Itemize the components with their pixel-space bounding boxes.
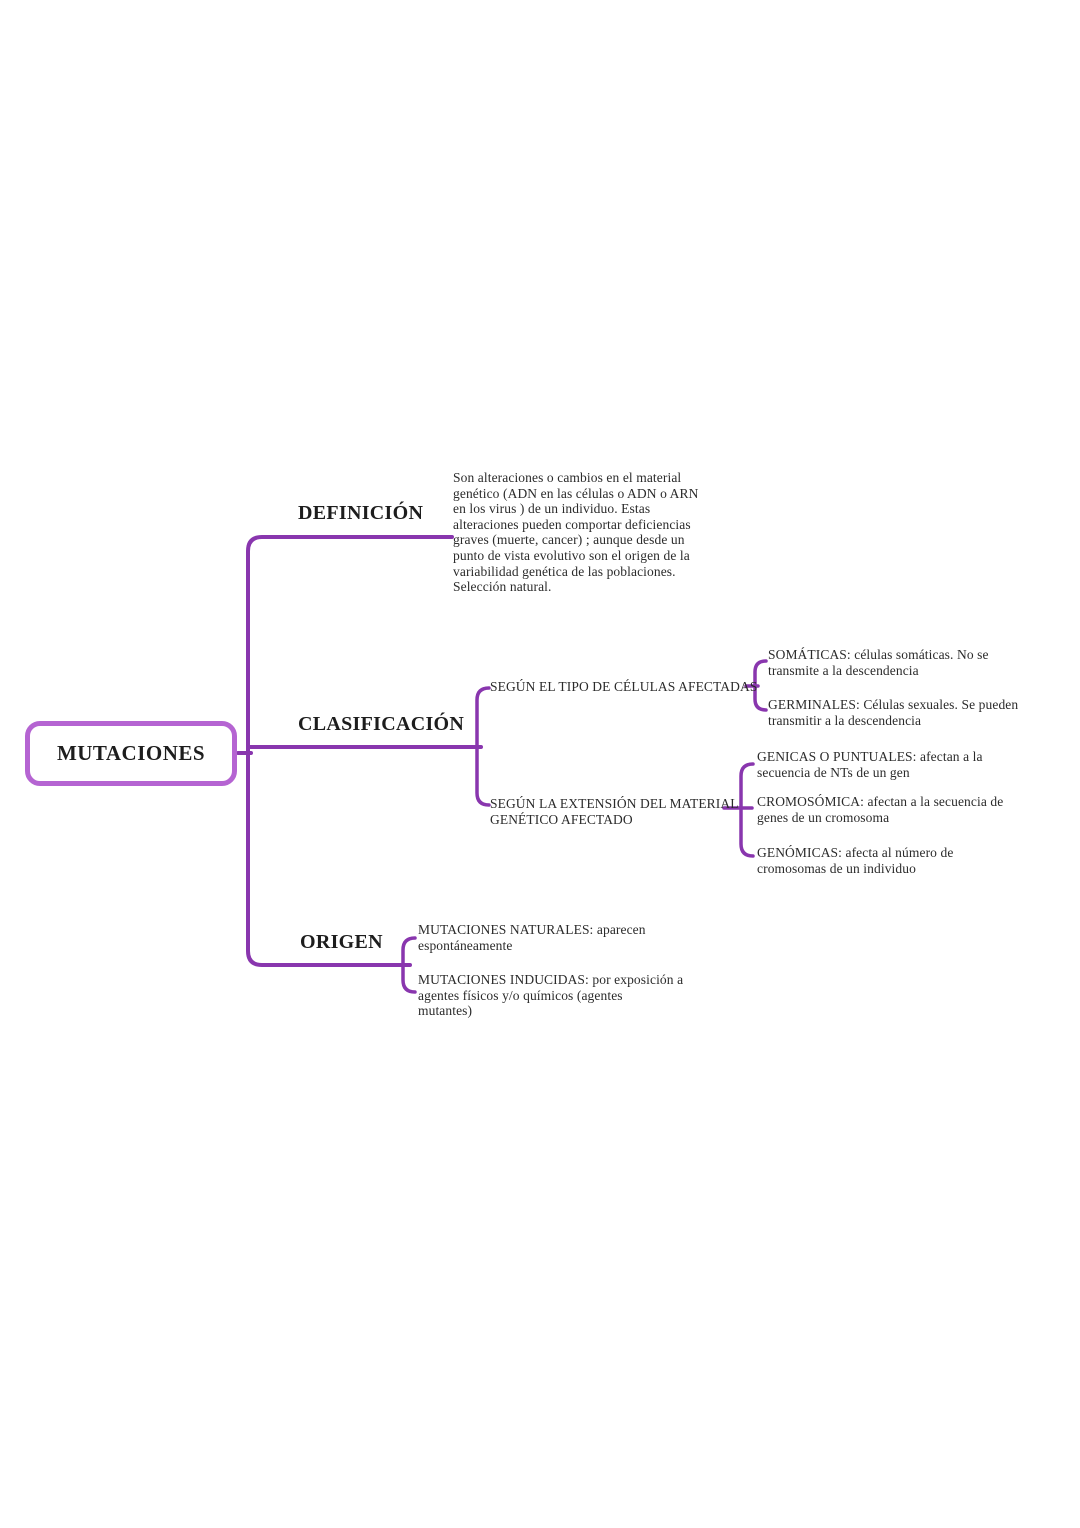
leaf-cromosomica: CROMOSÓMICA: afectan a la secuencia de g… <box>757 794 1004 825</box>
section-label-origen: ORIGEN <box>300 931 383 953</box>
definicion-text: Son alteraciones o cambios en el materia… <box>453 470 699 595</box>
node-segun-tipo-celulas: SEGÚN EL TIPO DE CÉLULAS AFECTADAS <box>490 679 758 694</box>
origen-brace <box>401 936 417 994</box>
root-node-mutaciones: MUTACIONES <box>25 721 237 786</box>
clasificacion-brace <box>475 686 491 807</box>
leaf-mutaciones-naturales: MUTACIONES NATURALES: aparecen espontáne… <box>418 922 646 953</box>
leaf-genicas: GENICAS O PUNTUALES: afectan a la secuen… <box>757 749 983 780</box>
leaf-somaticas: SOMÁTICAS: células somáticas. No se tran… <box>768 647 989 678</box>
node-segun-extension: SEGÚN LA EXTENSIÓN DEL MATERIAL GENÉTICO… <box>490 796 739 827</box>
leaf-germinales: GERMINALES: Células sexuales. Se pueden … <box>768 697 1019 728</box>
trunk-line <box>246 535 454 967</box>
section-label-definicion: DEFINICIÓN <box>298 502 424 524</box>
root-node-label: MUTACIONES <box>56 741 206 765</box>
leaf-genomicas: GENÓMICAS: afecta al número de cromosoma… <box>757 845 954 876</box>
section-label-clasificacion: CLASIFICACIÓN <box>298 713 465 735</box>
leaf-mutaciones-inducidas: MUTACIONES INDUCIDAS: por exposición a a… <box>418 972 684 1019</box>
extension-brace <box>739 762 755 858</box>
celulas-brace <box>753 659 768 712</box>
